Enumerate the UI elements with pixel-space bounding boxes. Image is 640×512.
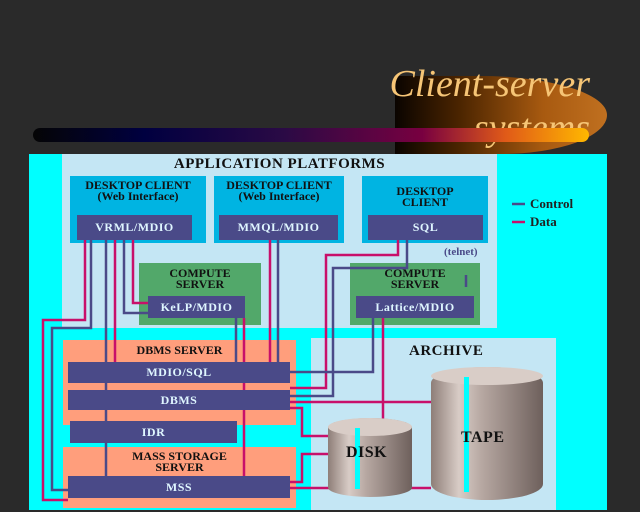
- client-subtitle: (Web Interface): [238, 189, 320, 203]
- client-title: DESKTOP CLIENT: [396, 184, 454, 209]
- client-title: DESKTOP CLIENT: [226, 178, 332, 192]
- control-line: [122, 240, 148, 315]
- dbms-module: DBMS: [68, 390, 290, 410]
- data-line: [290, 406, 328, 438]
- sql-module: SQL: [368, 215, 483, 240]
- archive-label: ARCHIVE: [409, 343, 484, 359]
- compute-title: COMPUTE SERVER: [169, 266, 231, 291]
- tape-stripe: [464, 377, 469, 492]
- compute-title: COMPUTE SERVER: [384, 266, 446, 291]
- data-line: [290, 452, 328, 484]
- tape-label: TAPE: [461, 429, 505, 446]
- disk-label: DISK: [346, 444, 388, 461]
- control-line: [290, 318, 375, 374]
- control-line: [50, 240, 93, 492]
- client-title: DESKTOP CLIENT: [85, 178, 191, 192]
- data-line: [131, 240, 148, 305]
- title-gradient-bar: [33, 128, 589, 142]
- control-lines: [50, 240, 468, 492]
- tape-cylinder: TAPE: [431, 367, 543, 500]
- vrml-mdio-module: VRML/MDIO: [77, 215, 192, 240]
- mdio-sql-module: MDIO/SQL: [68, 362, 290, 383]
- legend-control-label: Control: [530, 196, 574, 211]
- lattice-mdio-module: Lattice/MDIO: [356, 296, 474, 318]
- mss-module: MSS: [68, 476, 290, 498]
- data-line: [41, 240, 87, 502]
- client-subtitle: (Web Interface): [97, 189, 179, 203]
- control-line: [290, 240, 409, 398]
- mmql-mdio-module: MMQL/MDIO: [219, 215, 338, 240]
- mass-storage-label: MASS STORAGE SERVER: [132, 449, 227, 474]
- legend-swatches: [512, 202, 525, 224]
- telnet-label: (telnet): [444, 246, 478, 258]
- idr-module: IDR: [70, 421, 237, 443]
- dbms-server-label: DBMS SERVER: [136, 343, 223, 357]
- disk-stripe: [355, 428, 360, 489]
- kelp-mdio-module: KeLP/MDIO: [148, 296, 245, 318]
- data-line: [290, 240, 400, 390]
- disk-cylinder: DISK: [328, 418, 412, 497]
- application-platforms-label: APPLICATION PLATFORMS: [173, 156, 386, 172]
- legend-data-label: Data: [530, 214, 557, 229]
